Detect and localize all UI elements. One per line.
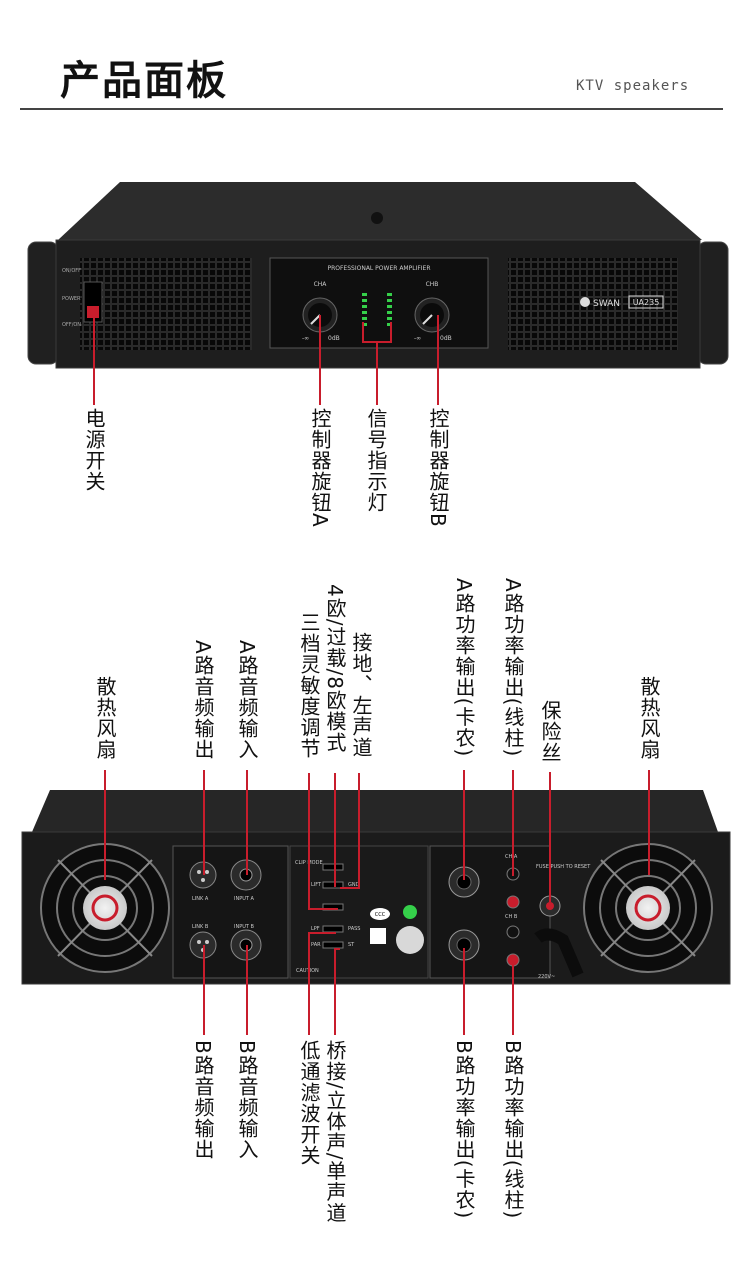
leader-fuse — [549, 772, 551, 902]
binding-post-b[interactable] — [506, 925, 520, 967]
label-clip-mode: 4欧/过载/8欧模式 — [323, 584, 347, 753]
leader-bridge-h — [334, 948, 340, 950]
chb-max: 0dB — [440, 335, 452, 342]
label-a-audio-out: A路音频输出 — [191, 640, 215, 760]
label-bridge-stereo-mono: 桥接/立体声/单声道 — [323, 1040, 347, 1224]
link-a-text: LINK A — [192, 896, 209, 902]
label-fan-right: 散热风扇 — [637, 676, 661, 760]
leader-lpf-h — [308, 932, 336, 934]
voltage-text: 220V~ — [538, 974, 555, 980]
fan-left — [40, 843, 170, 973]
model-badge: UA235 — [633, 298, 660, 307]
leader-a-speakon — [463, 770, 465, 880]
leader-knob-b — [437, 315, 439, 405]
leader-fan-left — [104, 770, 106, 880]
label-b-audio-out: B路音频输出 — [191, 1040, 215, 1160]
ccc-mark: CCC — [375, 912, 386, 918]
label-ground: 接地、左声道 — [349, 632, 373, 758]
chb-out-text: CH B — [505, 914, 518, 920]
leader-a-binding — [512, 770, 514, 876]
leader-clip-mode — [334, 773, 336, 887]
front-panel-image: ON/OFF POWER OFF/ON PROFESSIONAL POWER A… — [27, 182, 729, 369]
cha-label: CHA — [314, 281, 328, 288]
label-knob-a: 控制器旋钮A — [308, 408, 332, 528]
leader-signal-right — [390, 322, 392, 342]
label-a-audio-in: A路音频输入 — [235, 640, 259, 760]
qr-code — [370, 928, 386, 944]
cha-max: 0dB — [328, 335, 340, 342]
gnd-text: GND — [348, 882, 360, 888]
xlr-link-a[interactable] — [189, 861, 217, 889]
leader-b-audio-out — [203, 945, 205, 1035]
leader-b-binding — [512, 962, 514, 1035]
leader-signal — [376, 342, 378, 405]
switch-ground[interactable] — [322, 881, 344, 889]
leader-sensitivity-h — [308, 908, 338, 910]
label-b-audio-in: B路音频输入 — [235, 1040, 259, 1160]
power-label-2: POWER — [62, 296, 81, 302]
leader-knob-a — [319, 315, 321, 405]
chb-label: CHB — [426, 281, 439, 288]
switch-sensitivity[interactable] — [322, 903, 344, 911]
chb-min: -∞ — [414, 335, 421, 342]
label-a-speakon: A路功率输出(卡农) — [452, 578, 476, 758]
title-divider — [20, 108, 723, 110]
switch-bridge-mode[interactable] — [322, 941, 344, 949]
label-b-speakon: B路功率输出(卡农) — [452, 1040, 476, 1220]
input-a-text: INPUT A — [234, 896, 255, 902]
speakon-b[interactable] — [448, 929, 480, 961]
cha-out-text: CH A — [505, 854, 518, 860]
link-b-text: LINK B — [192, 924, 209, 930]
page-title: 产品面板 — [60, 58, 228, 104]
label-power-switch: 电源开关 — [82, 408, 106, 492]
leader-b-audio-in — [246, 945, 248, 1035]
caution-text: CAUTION — [296, 968, 319, 974]
leader-power — [93, 310, 95, 405]
power-label-1: ON/OFF — [62, 268, 81, 274]
leader-bridge — [334, 948, 336, 1035]
leader-a-audio-in — [246, 770, 248, 875]
leader-b-speakon — [463, 948, 465, 1035]
cha-min: -∞ — [302, 335, 309, 342]
leader-ground — [358, 773, 360, 889]
lift-text: LIFT — [311, 882, 322, 888]
power-label-3: OFF/ON — [62, 322, 81, 328]
label-fuse: 保险丝 — [538, 700, 562, 763]
fuse-text: FUSE PUSH TO RESET — [536, 864, 591, 870]
label-signal-indicator: 信号指示灯 — [364, 408, 388, 513]
st-text: ST — [348, 942, 355, 948]
signal-indicators — [362, 293, 392, 326]
fuse-holder[interactable] — [539, 895, 561, 917]
leader-signal-left — [362, 322, 364, 342]
leader-sensitivity — [308, 773, 310, 910]
label-fan-left: 散热风扇 — [93, 676, 117, 760]
rear-panel-image: LINK A INPUT A LINK B INPUT B CLIP MODE … — [21, 790, 731, 985]
par-text: PAR — [311, 942, 321, 948]
leader-ground-h — [340, 887, 360, 889]
label-sensitivity: 三档灵敏度调节 — [297, 612, 321, 759]
brand-logo: SWAN — [593, 299, 620, 309]
leader-lpf — [308, 932, 310, 1035]
leader-a-audio-out — [203, 770, 205, 875]
leader-fan-right — [648, 770, 650, 875]
label-b-binding: B路功率输出(线柱) — [501, 1040, 525, 1220]
pass-text: PASS — [348, 926, 360, 932]
input-b-text: INPUT B — [234, 924, 255, 930]
switch-clip-mode[interactable] — [322, 863, 344, 871]
label-a-binding: A路功率输出(线柱) — [501, 578, 525, 758]
label-lpf-switch: 低通滤波开关 — [297, 1040, 321, 1166]
panel-title: PROFESSIONAL POWER AMPLIFIER — [327, 265, 430, 272]
page-subtitle: KTV speakers — [576, 78, 690, 94]
lpf-text: LPF — [311, 926, 320, 932]
label-knob-b: 控制器旋钮B — [426, 408, 450, 528]
knob-b[interactable] — [414, 297, 450, 333]
